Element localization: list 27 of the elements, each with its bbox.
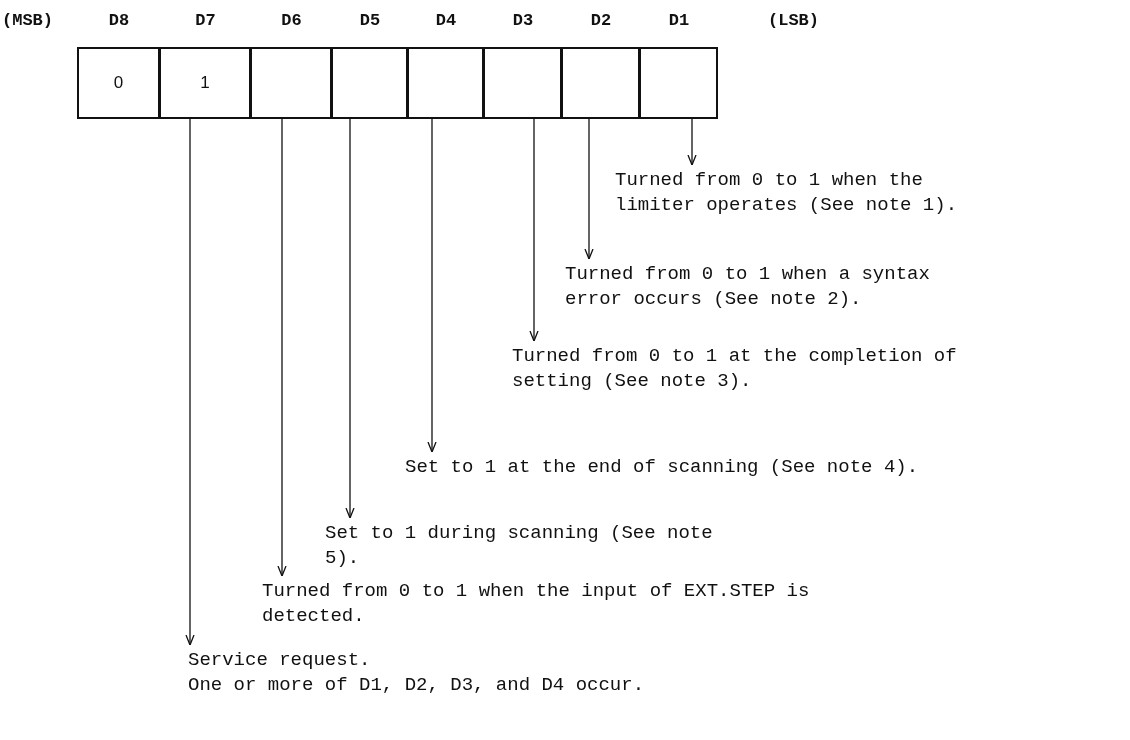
arrow — [427, 118, 437, 453]
bit-label: D8 — [107, 10, 131, 32]
bit-description: Set to 1 at the end of scanning (See note 4). — [405, 455, 965, 480]
bit-label: D2 — [589, 10, 613, 32]
arrow — [277, 118, 287, 577]
bit-description: Turned from 0 to 1 when the input of EXT.STEP is detected. — [262, 579, 872, 629]
bit-description: One or more of D1, D2, D3, and D4 occur. — [188, 673, 646, 698]
bit-label: D7 — [194, 10, 217, 32]
bit-description: Turned from 0 to 1 when a syntax error occurs (See note 2). — [565, 262, 945, 312]
bit-order-label: (LSB) — [768, 10, 819, 32]
bit-description: Service request. — [188, 648, 372, 673]
bit-label: D6 — [280, 10, 303, 32]
bit-value: 0 — [113, 73, 124, 93]
bit-value: 1 — [200, 73, 210, 93]
bit-label: D4 — [434, 10, 458, 32]
bit-description: Turned from 0 to 1 when the limiter operates (See note 1). — [615, 168, 985, 218]
bit-label: D5 — [358, 10, 382, 32]
bit-description: Set to 1 during scanning (See note 5). — [325, 521, 745, 571]
arrow — [687, 118, 697, 166]
bit-label: D1 — [667, 10, 691, 32]
arrow — [529, 118, 539, 342]
arrow — [185, 118, 195, 646]
arrow — [584, 118, 594, 260]
bit-order-label: (MSB) — [2, 10, 53, 32]
bit-description: Turned from 0 to 1 at the completion of setting (See note 3). — [512, 344, 972, 394]
arrow — [345, 118, 355, 519]
bit-label: D3 — [511, 10, 535, 32]
